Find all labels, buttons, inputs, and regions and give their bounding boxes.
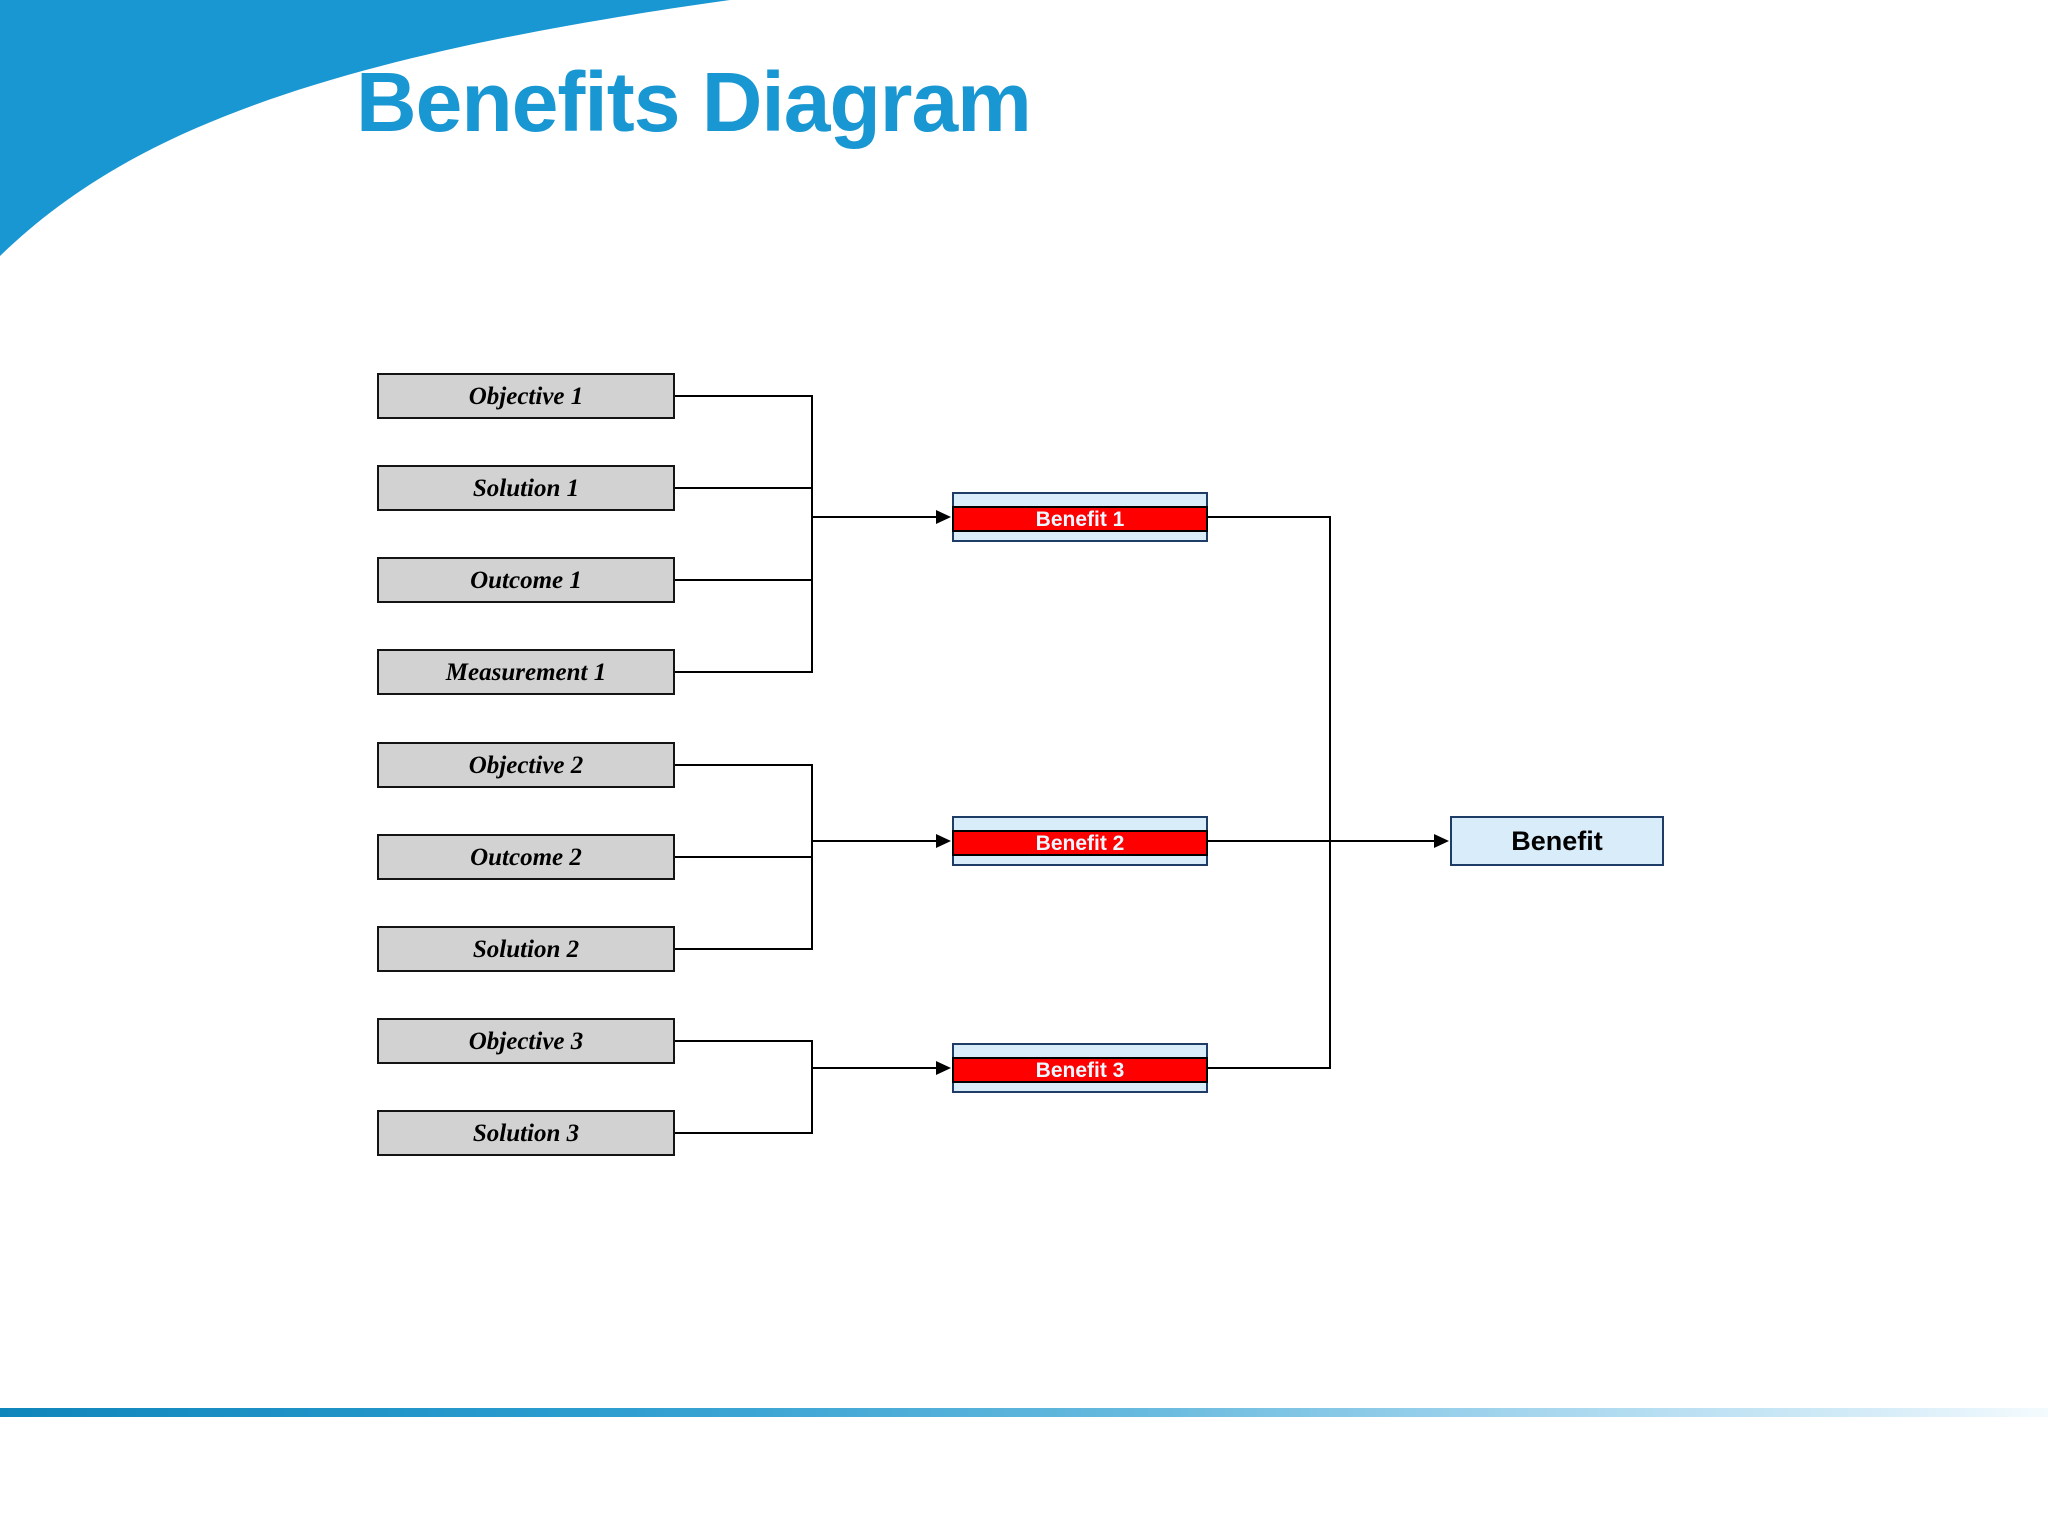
node-benefit-final: Benefit xyxy=(1450,816,1664,866)
connector-line xyxy=(811,840,937,842)
node-solution-3: Solution 3 xyxy=(377,1110,675,1156)
arrowhead-icon xyxy=(1434,834,1449,848)
node-label: Benefit 1 xyxy=(1035,507,1125,531)
connector-line xyxy=(675,856,813,858)
node-label: Outcome 2 xyxy=(470,843,582,871)
connector-line xyxy=(675,764,813,766)
arrowhead-icon xyxy=(936,834,951,848)
node-solution-1: Solution 1 xyxy=(377,465,675,511)
connector-line xyxy=(1329,516,1331,1069)
connector-line xyxy=(1208,516,1331,518)
node-label: Solution 3 xyxy=(472,1119,580,1147)
node-label: Outcome 1 xyxy=(470,566,582,594)
node-label: Solution 2 xyxy=(472,935,580,963)
node-measurement-1: Measurement 1 xyxy=(377,649,675,695)
benefit-red-band: Benefit 2 xyxy=(952,830,1208,856)
connector-line xyxy=(675,948,813,950)
connector-line xyxy=(811,516,937,518)
node-objective-2: Objective 2 xyxy=(377,742,675,788)
connector-line xyxy=(675,1040,813,1042)
connector-line xyxy=(811,1067,937,1069)
node-label: Objective 3 xyxy=(468,1027,584,1055)
node-label: Measurement 1 xyxy=(445,658,607,686)
node-benefit-3: Benefit 3 xyxy=(952,1043,1208,1093)
node-label: Benefit 2 xyxy=(1035,831,1125,855)
node-objective-1: Objective 1 xyxy=(377,373,675,419)
connector-line xyxy=(1208,1067,1331,1069)
connector-line xyxy=(811,764,813,950)
footer-accent-bar xyxy=(0,1408,2048,1417)
node-label: Objective 2 xyxy=(468,751,584,779)
node-outcome-1: Outcome 1 xyxy=(377,557,675,603)
node-benefit-2: Benefit 2 xyxy=(952,816,1208,866)
node-benefit-1: Benefit 1 xyxy=(952,492,1208,542)
connector-line xyxy=(675,395,813,397)
connector-line xyxy=(675,579,813,581)
swoosh-corner-icon xyxy=(0,0,730,256)
connector-line xyxy=(675,487,813,489)
connector-line xyxy=(811,395,813,673)
node-label: Objective 1 xyxy=(468,382,584,410)
node-label: Benefit 3 xyxy=(1035,1058,1125,1082)
benefit-red-band: Benefit 1 xyxy=(952,506,1208,532)
node-outcome-2: Outcome 2 xyxy=(377,834,675,880)
benefit-red-band: Benefit 3 xyxy=(952,1057,1208,1083)
connector-line xyxy=(675,671,813,673)
arrowhead-icon xyxy=(936,1061,951,1075)
connector-line xyxy=(1208,840,1436,842)
node-label: Benefit xyxy=(1511,825,1603,856)
slide-title: Benefits Diagram xyxy=(356,55,1032,149)
node-label: Solution 1 xyxy=(472,474,580,502)
connector-line xyxy=(675,1132,813,1134)
arrowhead-icon xyxy=(936,510,951,524)
node-solution-2: Solution 2 xyxy=(377,926,675,972)
node-objective-3: Objective 3 xyxy=(377,1018,675,1064)
connector-line xyxy=(811,1040,813,1134)
